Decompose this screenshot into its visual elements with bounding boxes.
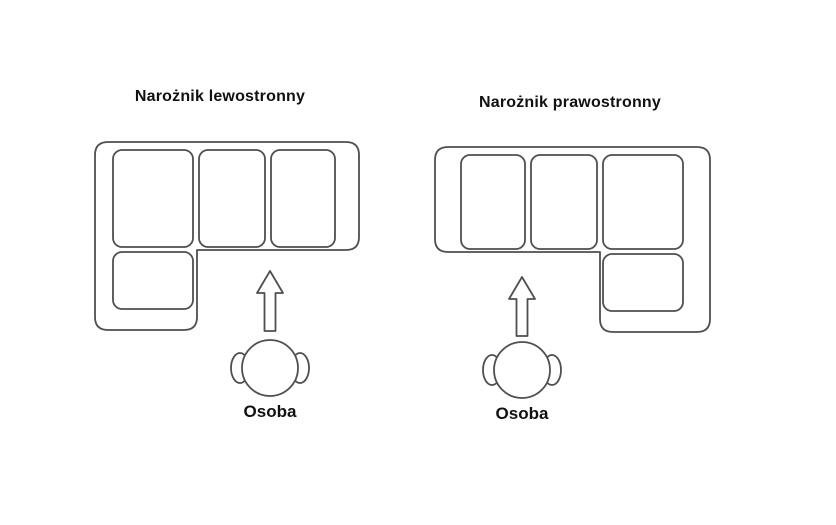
sofa-outline	[94, 141, 360, 331]
seat-cushion	[460, 154, 526, 250]
person-head	[493, 341, 551, 399]
person-label-left: Osoba	[243, 402, 297, 421]
seat-cushion	[270, 149, 336, 248]
seat-cushion	[530, 154, 598, 250]
seat-cushion	[602, 154, 684, 250]
chaise-cushion	[602, 253, 684, 312]
person-top-view-icon	[482, 341, 562, 399]
diagram-title-right: Narożnik prawostronny	[478, 94, 661, 111]
corner-sofa-left-top-view-icon	[94, 141, 360, 331]
arrow-shape	[256, 270, 284, 332]
arrow-up-icon	[256, 270, 284, 332]
arrow-shape	[508, 276, 536, 337]
seat-cushion	[112, 149, 194, 248]
diagram-title-left: Narożnik lewostronny	[134, 88, 306, 105]
sofa-outline	[434, 146, 711, 333]
person-head	[241, 339, 299, 397]
person-label-right: Osoba	[495, 404, 549, 423]
arrow-up-icon	[508, 276, 536, 337]
corner-sofa-right-top-view-icon	[434, 146, 711, 333]
seat-cushion	[198, 149, 266, 248]
person-top-view-icon	[230, 339, 310, 397]
chaise-cushion	[112, 251, 194, 310]
